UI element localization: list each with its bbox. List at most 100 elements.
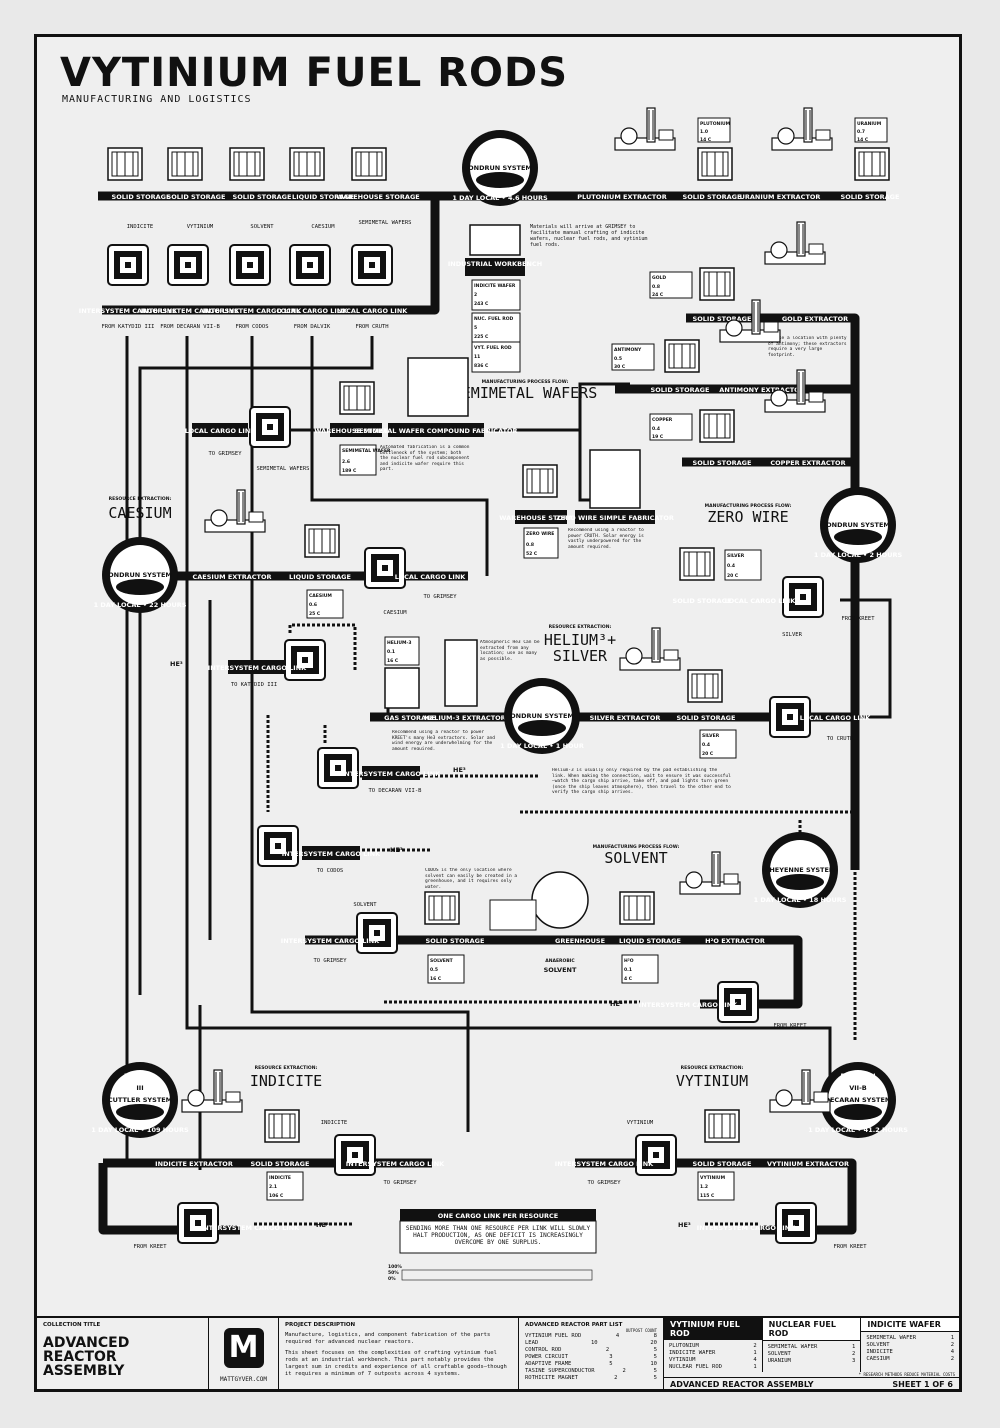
caesium-name: CAESIUM	[309, 593, 332, 599]
he3-tag-indicite: HE³	[316, 1221, 329, 1229]
warehouse-icon	[351, 147, 387, 181]
solvent-link-label: INTERSYSTEM CARGO LINK	[281, 937, 380, 945]
industrial-workbench: INDUSTRIAL WORKBENCH INDICITE WAFER 2 24…	[448, 224, 542, 373]
secondary-routes	[125, 336, 892, 1170]
he3-note: Helium-3 is usually only required by the…	[552, 768, 731, 795]
rod-item-row-cell-1: 4	[753, 1357, 757, 1363]
antimony-mass: 0.5	[614, 356, 622, 362]
collection-line-2: REACTOR	[43, 1349, 117, 1365]
decaran-name: DECARAN	[840, 1072, 875, 1080]
rod-note: * RESEARCH METHODS REDUCE MATERIAL COSTS	[858, 1372, 955, 1377]
helium-note-1: Atmospheric He3 Can be extracted from an…	[480, 640, 540, 662]
caesium-title: CAESIUM	[108, 504, 171, 522]
silver-extractor-label: SILVER EXTRACTOR	[590, 714, 661, 722]
liquid-tank-icon	[304, 524, 340, 558]
grimsey-local: 1 DAY LOCAL • 4.6 HOURS	[452, 194, 548, 202]
rod-item-row-cell-1: 2	[950, 1356, 955, 1362]
top-storage-label-0: SOLID STORAGE	[112, 193, 171, 201]
rod-item-row-cell-0: NUCLEAR FUEL ROD	[669, 1364, 722, 1370]
site-label: MATTGYVER.COM	[220, 1376, 267, 1383]
callout-tick-0: 100%	[388, 1264, 402, 1270]
collection-line-1: ADVANCED	[43, 1335, 130, 1351]
indicite-flow: RESOURCE EXTRACTION:	[255, 1065, 318, 1071]
part-row-cell-0: ROTHICITE MAGNET	[525, 1375, 578, 1381]
dalvik-name: DALVIK	[127, 551, 154, 559]
workbench-item-2: VYT. FUEL ROD	[474, 345, 512, 351]
indicite-section: RESOURCE EXTRACTION: INDICITE KATYDID II…	[91, 1062, 445, 1250]
part-row-cell-0: CONTROL ROD	[525, 1347, 562, 1353]
h2o-extractor-icon	[679, 851, 741, 895]
indicite-to: TO GRIMSEY	[383, 1180, 417, 1186]
he3-name: HELIUM-3	[387, 640, 412, 646]
zero-mass: 0.8	[526, 542, 534, 548]
gold-value: 24 C	[652, 292, 664, 298]
he3-to-0: TO KATYDID III	[231, 682, 277, 688]
caesium-value: 25 C	[309, 611, 321, 617]
vytinium-title: VYTINIUM	[676, 1072, 748, 1090]
grimsey-note: Materials will arrive at GRIMSEY to faci…	[530, 224, 648, 248]
solvent-section: MANUFACTURING PROCESS FLOW: SOLVENT CODO…	[281, 832, 847, 1029]
cargo-pad-icon	[229, 244, 271, 286]
part-row-cell-0: LEAD	[525, 1340, 539, 1346]
rod-title-0: VYTINIUM FUEL ROD	[664, 1318, 762, 1340]
storage-crate-icon	[679, 547, 715, 581]
greenhouse-label: GREENHOUSE	[555, 937, 605, 945]
he3-link-2: INTERSYSTEM CARGO LINK	[282, 850, 381, 858]
rod-item-row-cell-0: PLUTONIUM	[669, 1343, 699, 1349]
workbench-mass-2: 11	[474, 354, 480, 360]
vytinium-extractor-icon	[769, 1069, 831, 1113]
anaerobic-label: ANAEROBIC	[545, 958, 575, 964]
top-resource-3: CAESIUM	[311, 224, 335, 230]
solvent-to: TO GRIMSEY	[313, 958, 347, 964]
grimsey-system: ONDRUN SYSTEM	[468, 164, 532, 172]
solvent-flow: MANUFACTURING PROCESS FLOW:	[593, 844, 680, 850]
plutonium-extractor-icon	[614, 107, 676, 151]
copper-name: COPPER	[652, 417, 673, 423]
he3-link-0: INTERSYSTEM CARGO LINK	[208, 664, 307, 672]
liquid-tank-icon	[619, 891, 655, 925]
bottom-title: ADVANCED REACTOR ASSEMBLY	[670, 1380, 814, 1389]
semimetal-section: MANUFACTURING PROCESS FLOW: SEMIMETAL WA…	[185, 357, 598, 476]
zero-value: 52 C	[526, 551, 538, 557]
uranium-mass: 0.7	[857, 129, 865, 135]
cargo-pad-icon	[351, 244, 393, 286]
workbench-mass-0: 2	[474, 292, 477, 298]
solid-storage-label: SOLID STORAGE	[683, 193, 742, 201]
cruth-system: ONDRUN SYSTEM	[826, 521, 890, 529]
cruth-silver-link: SOLID STORAGE LOCAL CARGO LINK SILVER 0.…	[673, 547, 875, 638]
he3-to-2: TO CODOS	[317, 868, 344, 874]
solvent-value: 16 C	[430, 976, 442, 982]
copper-extractor-label: COPPER EXTRACTOR	[770, 459, 845, 467]
project-text-1: Manufacture, logistics, and component fa…	[285, 1332, 491, 1345]
rod-item-row-cell-0: CAESIUM	[866, 1356, 890, 1362]
rod-item-row-cell-1: 2	[852, 1351, 856, 1357]
semimetal-title: SEMIMETAL WAFERS	[453, 384, 598, 402]
project-text-2: This sheet focuses on the complexities o…	[285, 1350, 507, 1377]
rod-item-row-cell-0: SOLVENT	[866, 1342, 890, 1348]
liquid-storage-label: LIQUID STORAGE	[619, 937, 681, 945]
zero-name: ZERO WIRE	[526, 531, 554, 537]
cargo-callout: ONE CARGO LINK PER RESOURCE SENDING MORE…	[388, 1209, 597, 1282]
zero-storage-label: WAREHOUSE STORAGE	[499, 514, 582, 522]
katydid-system: CUTTLER SYSTEM	[108, 1096, 172, 1104]
cargo-pad-icon	[317, 747, 359, 789]
semimetal-res: SEMIMETAL WAFERS	[257, 466, 310, 472]
he3-tag-1: HE³	[453, 766, 466, 774]
rod-item-row-cell-0: INDICITE WAFER	[669, 1350, 716, 1356]
top-storage-row: SOLID STORAGE SOLID STORAGE SOLID STORAG…	[79, 147, 420, 330]
caesium-to: TO GRIMSEY	[423, 594, 457, 600]
h2o-name: H²O	[624, 958, 634, 964]
logo-icon: M	[223, 1328, 264, 1368]
storage-crate-icon	[697, 147, 733, 181]
part-row-cell-2: 5	[653, 1375, 657, 1381]
semimetal-value: 189 C	[342, 468, 357, 474]
plutonium-value: 14 C	[700, 137, 712, 143]
helium-section: RESOURCE EXTRACTION: HELIUM³+ SILVER Atm…	[384, 624, 871, 759]
